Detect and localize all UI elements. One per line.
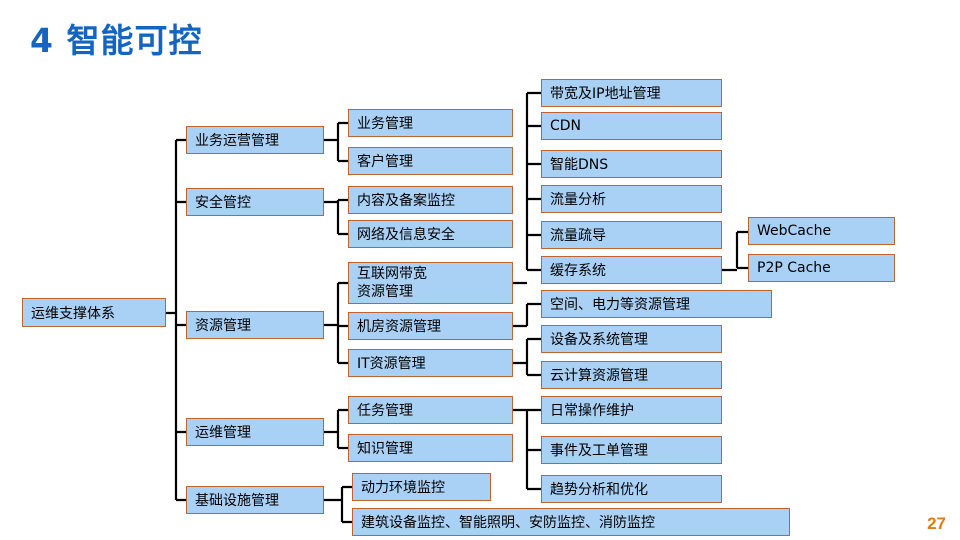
node-trend-analysis: 趋势分析和优化 [541,475,722,503]
node-incident-ticket: 事件及工单管理 [541,436,722,464]
node-ops: 运维管理 [186,418,324,446]
node-infra: 基础设施管理 [186,486,324,514]
node-bw-ip: 带宽及IP地址管理 [541,79,722,107]
connector-security [324,198,349,236]
root-node: 运维支撑体系 [22,298,166,327]
node-building-monitor: 建筑设备监控、智能照明、安防监控、消防监控 [352,508,790,536]
connector-task [513,408,542,491]
connector-ops [324,408,349,450]
node-traffic-steering: 流量疏导 [541,221,722,249]
node-space-power: 空间、电力等资源管理 [541,290,772,318]
node-resource: 资源管理 [186,311,324,339]
node-security: 安全管控 [186,188,324,216]
node-internet-bandwidth: 互联网带宽 资源管理 [348,262,513,304]
connector-root [166,138,187,502]
page-title: 4 智能可控 [30,21,203,60]
node-datacenter: 机房资源管理 [348,312,513,340]
node-cloud-compute: 云计算资源管理 [541,361,722,389]
node-business-ops: 业务运营管理 [186,126,324,154]
node-traffic-analysis: 流量分析 [541,185,722,213]
node-p2p-cache: P2P Cache [748,254,895,282]
connector-datacenter [513,302,542,328]
node-customer-mgmt: 客户管理 [348,147,513,175]
connector-internet-bw [513,91,542,285]
node-net-security: 网络及信息安全 [348,220,513,248]
connector-infra [324,485,353,524]
connector-it [513,337,542,377]
node-device-system: 设备及系统管理 [541,325,722,353]
connector-business [324,121,349,163]
node-daily-ops: 日常操作维护 [541,396,722,424]
node-knowledge-mgmt: 知识管理 [348,434,513,462]
connector-resource [324,281,349,365]
node-env-monitor: 动力环境监控 [352,473,491,501]
node-content-monitor: 内容及备案监控 [348,186,513,214]
node-task-mgmt: 任务管理 [348,396,513,424]
node-biz-mgmt: 业务管理 [348,109,513,137]
connector-cache [722,230,749,272]
node-it-resource: IT资源管理 [348,349,513,377]
node-cache-system: 缓存系统 [541,256,722,284]
node-webcache: WebCache [748,217,895,245]
node-cdn: CDN [541,112,722,140]
page-number: 27 [927,514,946,533]
node-smart-dns: 智能DNS [541,150,722,178]
